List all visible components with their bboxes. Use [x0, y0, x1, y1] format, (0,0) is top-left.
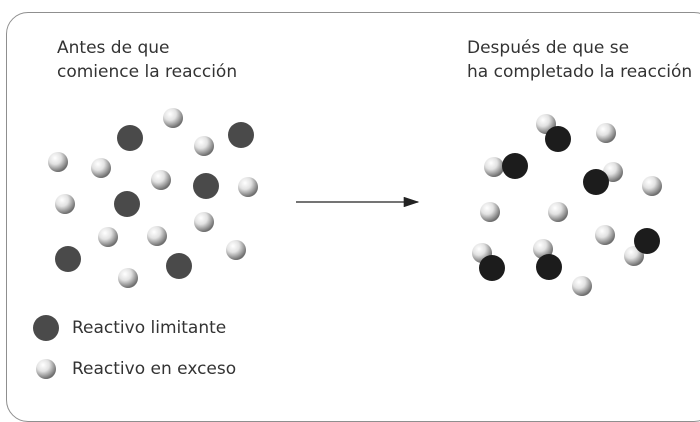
legend-limiting-label: Reactivo limitante	[72, 318, 227, 338]
product-molecule	[533, 239, 562, 280]
before-reaction-label: Antes de que comience la reacción	[57, 36, 237, 84]
excess-particle	[548, 202, 568, 222]
excess-particle	[147, 226, 167, 246]
reaction-diagram	[33, 108, 662, 379]
limiting-particle	[193, 173, 219, 199]
legend-limiting-marker	[33, 315, 59, 341]
product-molecule	[583, 162, 623, 195]
excess-particle	[572, 276, 592, 296]
excess-particle	[194, 136, 214, 156]
excess-particle	[118, 268, 138, 288]
after-label-line-1: Después de que se	[467, 38, 630, 58]
legend-excess-label: Reactivo en exceso	[72, 359, 237, 379]
excess-particle	[163, 108, 183, 128]
product-molecule	[536, 114, 571, 152]
limiting-particle	[117, 125, 143, 151]
excess-particle	[48, 152, 68, 172]
before-excess-particles	[48, 108, 258, 288]
legend-excess-marker	[36, 359, 56, 379]
excess-particle	[151, 170, 171, 190]
after-reaction-label: Después de que se ha completado la reacc…	[467, 36, 692, 84]
excess-particle	[55, 194, 75, 214]
limiting-particle	[55, 246, 81, 272]
limiting-particle	[228, 122, 254, 148]
excess-particle	[595, 225, 615, 245]
after-excess-particles	[480, 123, 662, 296]
before-label-line-2: comience la reacción	[57, 62, 238, 82]
excess-particle	[596, 123, 616, 143]
before-limiting-particles	[55, 122, 254, 279]
before-label-line-1: Antes de que	[57, 38, 170, 58]
excess-particle	[91, 158, 111, 178]
product-molecule	[472, 243, 505, 281]
product-molecule	[624, 228, 660, 266]
limiting-particle	[166, 253, 192, 279]
after-product-molecules	[472, 114, 660, 281]
product-molecule	[484, 153, 528, 179]
excess-particle	[480, 202, 500, 222]
excess-particle	[238, 177, 258, 197]
excess-particle	[226, 240, 246, 260]
excess-particle	[98, 227, 118, 247]
excess-particle	[194, 212, 214, 232]
limiting-particle	[114, 191, 140, 217]
excess-particle	[642, 176, 662, 196]
after-label-line-2: ha completado la reacción	[467, 62, 693, 82]
